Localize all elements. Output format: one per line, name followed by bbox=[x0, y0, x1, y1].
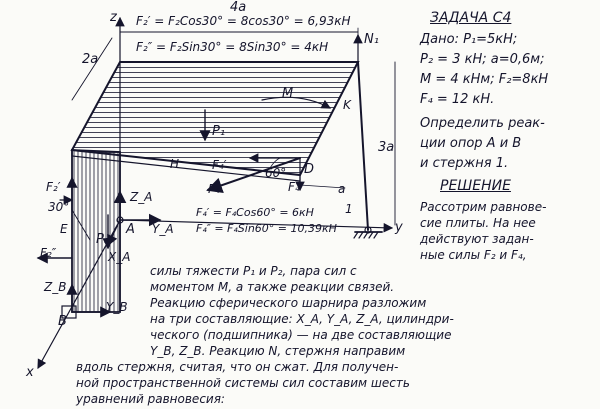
solution-line-13: уравнений равновесия: bbox=[76, 392, 225, 406]
y-axis bbox=[119, 219, 394, 233]
force-P2-label: P₂ bbox=[96, 232, 110, 247]
point-E-label: E bbox=[60, 222, 68, 236]
force-YB-label: Y_B bbox=[106, 300, 128, 314]
formula-f2-double: F₂″ = F₂Sin30° = 8Sin30° = 4кН bbox=[136, 40, 329, 54]
solution-line-4: ные силы F₂ и F₄, bbox=[420, 248, 527, 262]
moment-M-label: M bbox=[282, 86, 294, 101]
force-P1-label: P₁ bbox=[212, 124, 226, 139]
axis-x-label: x bbox=[26, 365, 34, 380]
solution-line-11: вдоль стержня, считая, что он сжат. Для … bbox=[76, 360, 399, 374]
task-title: ЗАДАЧА С4 bbox=[430, 10, 512, 26]
point-H-label: H bbox=[170, 157, 180, 171]
solution-line-3: действуют задан- bbox=[420, 232, 534, 246]
given-line-3: M = 4 кНм; F₂=8кН bbox=[420, 72, 549, 87]
given-line-2: P₂ = 3 кН; a=0,6м; bbox=[420, 52, 545, 67]
dim-3a-label: 3a bbox=[378, 140, 395, 155]
formula-f4-prime: F₄′ = F₄Cos60° = 6кН bbox=[196, 206, 314, 219]
axis-y-label: y bbox=[395, 220, 403, 235]
force-F4p-label: F₄′ bbox=[212, 158, 227, 172]
solution-line-6: моментом M, а также реакции связей. bbox=[150, 280, 395, 294]
bar-1-label: 1 bbox=[345, 202, 353, 216]
force-YA-label: Y_A bbox=[152, 222, 174, 236]
solution-line-7: Реакцию сферического шарнира разложим bbox=[150, 296, 427, 310]
angle-30-label: 30° bbox=[48, 200, 70, 214]
solution-line-2: сие плиты. На нее bbox=[420, 216, 536, 230]
bar-1 bbox=[357, 61, 369, 231]
vertical-plate bbox=[71, 149, 121, 313]
solution-line-1: Рассотрим равнове- bbox=[420, 200, 547, 214]
force-F4-label: F₄ bbox=[208, 182, 220, 196]
solution-line-8: на три составляющие: X_A, Y_A, Z_A, цили… bbox=[150, 312, 454, 326]
force-ZB-label: Z_B bbox=[44, 280, 67, 294]
find-line-2: ции опор A и B bbox=[420, 136, 522, 151]
solution-line-9: ческого (подшипника) — на две составляющ… bbox=[150, 328, 452, 342]
point-A-label: A bbox=[126, 222, 135, 237]
point-D-label: D bbox=[304, 162, 315, 177]
find-line-3: и стержня 1. bbox=[420, 156, 509, 171]
given-line-1: Дано: P₁=5кН; bbox=[420, 32, 518, 47]
solution-line-12: ной пространственной системы сил состави… bbox=[76, 376, 410, 390]
formula-f4-double: F₄″ = F₄Sin60° = 10,39кН bbox=[196, 222, 337, 235]
formula-f2-prime: F₂′ = F₂Cos30° = 8cos30° = 6,93кН bbox=[136, 14, 351, 28]
given-line-4: F₄ = 12 кН. bbox=[420, 92, 495, 107]
force-F2p-label: F₂′ bbox=[46, 180, 61, 194]
force-F2pp-label: F₂″ bbox=[40, 246, 57, 260]
point-K-label: K bbox=[343, 98, 351, 112]
axis-z-label: z bbox=[110, 10, 117, 25]
force-ZA-label: Z_A bbox=[130, 190, 153, 204]
solution-line-10: Y_B, Z_B. Реакцию N, стержня направим bbox=[150, 344, 406, 358]
force-N1-label: N₁ bbox=[364, 32, 379, 47]
angle-60-label: 60° bbox=[265, 166, 287, 180]
dim-4a-label: 4a bbox=[230, 0, 247, 15]
solution-title: РЕШЕНИЕ bbox=[440, 178, 511, 194]
dim-2a-label: 2a bbox=[82, 52, 99, 67]
point-B-label: B bbox=[58, 314, 67, 329]
find-line-1: Определить реак- bbox=[420, 116, 545, 131]
dim-a-label: a bbox=[338, 182, 346, 196]
force-F4pp-label: F₄″ bbox=[288, 180, 305, 194]
force-XA-label: X_A bbox=[108, 250, 131, 264]
solution-line-5: силы тяжести P₁ и P₂, пара сил с bbox=[150, 264, 357, 278]
